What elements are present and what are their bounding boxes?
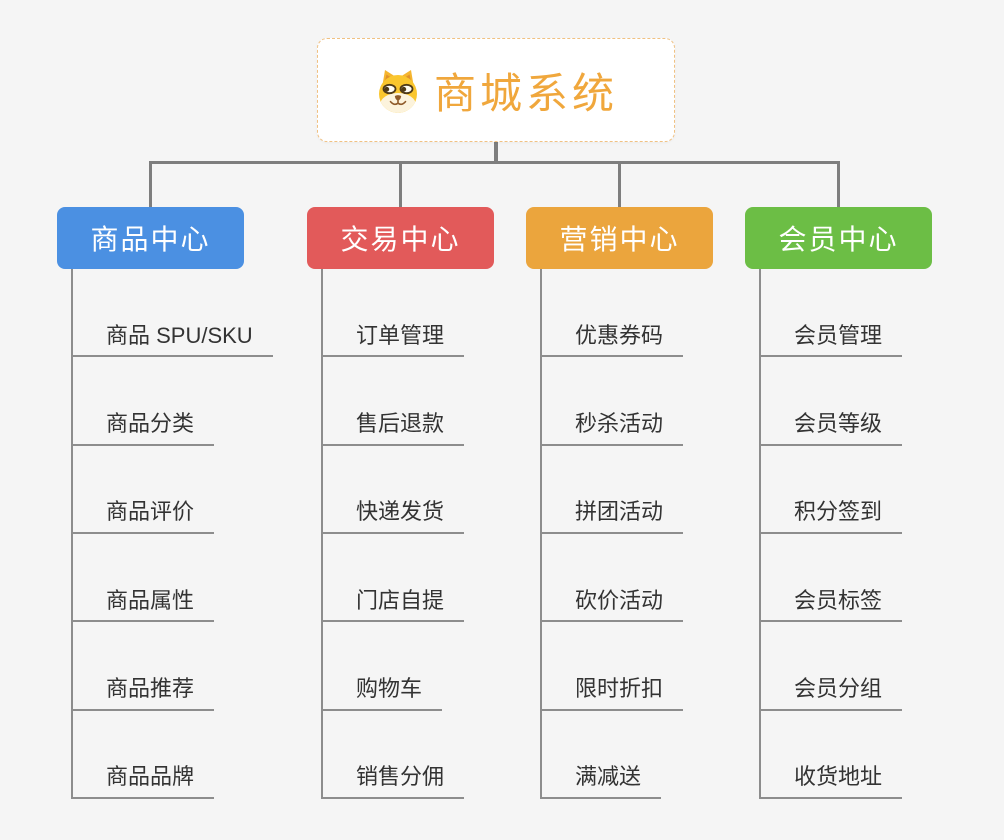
leaf-node[interactable]: 会员分组: [761, 675, 903, 711]
leaf-row: 会员等级: [761, 357, 994, 446]
leaf-row: 限时折扣: [542, 622, 775, 711]
branch-node-product-center[interactable]: 商品中心: [57, 207, 244, 269]
branch-label: 营销中心: [559, 224, 680, 255]
leaf-row: 拼团活动: [542, 446, 775, 534]
leaf-row: 商品分类: [73, 357, 306, 446]
leaf-row: 优惠券码: [542, 269, 775, 358]
leaf-column-product-center: 商品 SPU/SKU 商品分类 商品评价 商品属性 商品推荐 商品品牌: [71, 269, 306, 799]
leaf-node[interactable]: 商品推荐: [73, 675, 215, 711]
branch-node-marketing-center[interactable]: 营销中心: [526, 207, 713, 269]
leaf-node[interactable]: 砍价活动: [542, 587, 684, 623]
leaf-row: 快递发货: [323, 446, 556, 534]
leaf-node[interactable]: 订单管理: [323, 322, 465, 358]
branch-label: 交易中心: [340, 224, 461, 255]
leaf-node[interactable]: 商品品牌: [73, 763, 215, 799]
leaf-row: 商品属性: [73, 534, 306, 623]
leaf-node[interactable]: 积分签到: [761, 498, 903, 534]
branch-label: 会员中心: [778, 224, 899, 255]
leaf-row: 商品评价: [73, 446, 306, 534]
leaf-row: 会员管理: [761, 269, 994, 358]
branch-node-member-center[interactable]: 会员中心: [745, 207, 932, 269]
leaf-node[interactable]: 限时折扣: [542, 675, 684, 711]
root-node[interactable]: 商城系统: [317, 38, 675, 142]
connector-drop-product: [149, 163, 152, 207]
leaf-node[interactable]: 购物车: [323, 675, 443, 711]
leaf-node[interactable]: 商品分类: [73, 410, 215, 446]
connector-drop-trade: [399, 163, 402, 207]
leaf-row: 积分签到: [761, 446, 994, 534]
leaf-node[interactable]: 商品评价: [73, 498, 215, 534]
leaf-node[interactable]: 快递发货: [323, 498, 465, 534]
shiba-dog-icon: [374, 67, 422, 113]
leaf-node[interactable]: 销售分佣: [323, 763, 465, 799]
leaf-row: 销售分佣: [323, 711, 556, 799]
leaf-node[interactable]: 会员等级: [761, 410, 903, 446]
leaf-row: 商品 SPU/SKU: [73, 269, 306, 358]
leaf-node[interactable]: 商品 SPU/SKU: [73, 322, 273, 358]
leaf-node[interactable]: 会员标签: [761, 587, 903, 623]
leaf-node[interactable]: 售后退款: [323, 410, 465, 446]
leaf-row: 会员分组: [761, 622, 994, 711]
leaf-row: 售后退款: [323, 357, 556, 446]
leaf-row: 会员标签: [761, 534, 994, 623]
root-title: 商城系统: [433, 69, 618, 117]
branch-label: 商品中心: [90, 224, 211, 255]
leaf-node[interactable]: 优惠券码: [542, 322, 684, 358]
leaf-row: 门店自提: [323, 534, 556, 623]
leaf-row: 砍价活动: [542, 534, 775, 623]
connector-root-drop: [494, 141, 498, 162]
connector-drop-marketing: [618, 163, 621, 207]
leaf-node[interactable]: 拼团活动: [542, 498, 684, 534]
leaf-node[interactable]: 商品属性: [73, 587, 215, 623]
connector-drop-member: [837, 163, 840, 207]
leaf-node[interactable]: 收货地址: [761, 763, 903, 799]
leaf-row: 商品推荐: [73, 622, 306, 711]
branch-node-trade-center[interactable]: 交易中心: [307, 207, 494, 269]
leaf-row: 秒杀活动: [542, 357, 775, 446]
leaf-row: 商品品牌: [73, 711, 306, 799]
leaf-column-trade-center: 订单管理 售后退款 快递发货 门店自提 购物车 销售分佣: [321, 269, 556, 799]
leaf-node[interactable]: 门店自提: [323, 587, 465, 623]
leaf-row: 购物车: [323, 622, 556, 711]
leaf-row: 满减送: [542, 711, 775, 799]
leaf-row: 订单管理: [323, 269, 556, 358]
leaf-node[interactable]: 满减送: [542, 763, 662, 799]
leaf-row: 收货地址: [761, 711, 994, 799]
leaf-column-marketing-center: 优惠券码 秒杀活动 拼团活动 砍价活动 限时折扣 满减送: [540, 269, 775, 799]
connector-horizontal-bar: [149, 161, 840, 164]
leaf-column-member-center: 会员管理 会员等级 积分签到 会员标签 会员分组 收货地址: [759, 269, 994, 799]
leaf-node[interactable]: 会员管理: [761, 322, 903, 358]
leaf-node[interactable]: 秒杀活动: [542, 410, 684, 446]
